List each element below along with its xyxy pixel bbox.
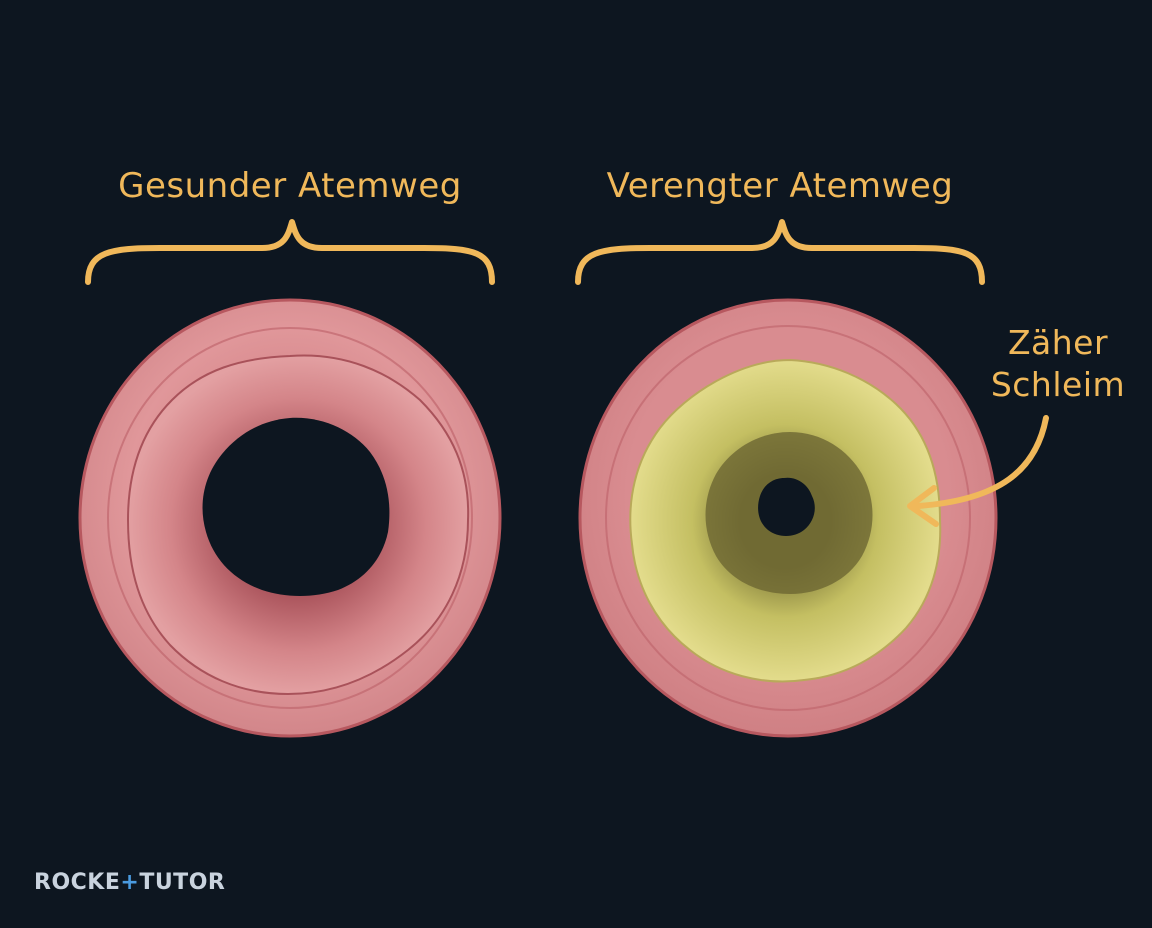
logo-part-1: ROCKE [34, 870, 121, 895]
narrowed-airway [578, 298, 998, 738]
mucus-label-line2: Schleim [990, 365, 1126, 404]
healthy-airway [78, 298, 502, 738]
narrowed-airway-label: Verengter Atemweg [606, 166, 954, 206]
healthy-airway-label: Gesunder Atemweg [118, 166, 462, 206]
brand-logo: ROCKE+TUTOR [34, 870, 225, 895]
healthy-brace [85, 219, 495, 285]
healthy-lumen [202, 417, 390, 596]
logo-plus: + [120, 870, 140, 895]
narrowed-brace [575, 219, 985, 285]
narrowed-lumen [758, 477, 815, 536]
mucus-arrow-head [907, 485, 939, 527]
mucus-label: Zäher Schleim [968, 322, 1148, 406]
mucus-arrow [915, 415, 1049, 509]
mucus-label-line1: Zäher [1007, 323, 1109, 362]
logo-part-2: TUTOR [139, 870, 226, 895]
